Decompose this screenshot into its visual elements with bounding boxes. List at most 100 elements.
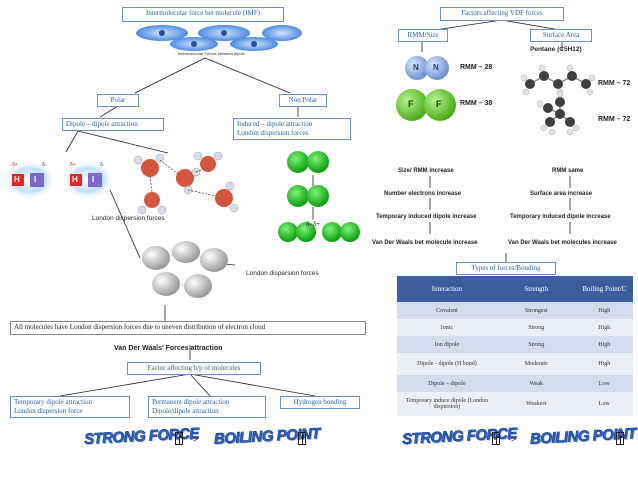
polar-box: Polar	[97, 94, 139, 107]
table-row: Ionic Strong High	[397, 319, 633, 336]
up-arrow-icon	[492, 432, 500, 445]
table-cell: High	[575, 319, 633, 336]
table-cell: Dipole - dipole (H bond)	[397, 353, 497, 375]
induced-box: Induced – dipole attraction London dispe…	[233, 118, 351, 140]
temporary-dipole-box: Temporary dipole attraction London dispe…	[10, 396, 130, 418]
implies-arrow-left: ->	[190, 434, 199, 444]
temp-dipole-left: Temporary induced dipole increase	[376, 214, 477, 220]
surface-area-label: Surface Area	[542, 31, 580, 39]
forces-table: Interaction Strength Boiling Point/C Cov…	[397, 276, 633, 416]
nonpolar-label: Non Polar	[288, 96, 318, 104]
table-cell: Low	[575, 392, 633, 416]
imf-title: Intermolecular force bet molecule (IMF)	[146, 9, 260, 17]
f2-molecule: F F	[396, 88, 458, 122]
dipole-box: Dipole – dipole attraction	[62, 118, 164, 131]
table-header: Strength	[496, 276, 576, 302]
table-cell: Ionic	[397, 319, 497, 336]
i-atom-label-2: I	[92, 175, 95, 184]
induced-charge-label: δ- δ+	[306, 222, 320, 228]
n-atom-1: N	[413, 63, 419, 72]
delta-plus-1: δ+	[12, 162, 18, 168]
all-molecules-text: All molecules have London dispersion for…	[14, 323, 266, 331]
up-arrow-icon	[616, 432, 624, 445]
pentane-label: Pentane (C5H12)	[530, 46, 582, 53]
electrons-increase: Number electrons increase	[384, 191, 462, 197]
surface-area-box: Surface Area	[530, 29, 592, 42]
induced-line-1: Induced – dipole attraction	[237, 120, 313, 128]
permanent-line-2: Dipole/dipole attraction	[152, 407, 219, 415]
table-cell: High	[575, 353, 633, 375]
vdf-title: Factors affecting VDF forces	[461, 9, 543, 17]
size-increase: Size/ RMM increase	[398, 168, 454, 174]
nonpolar-molecules: δ- δ+	[270, 150, 365, 250]
table-row: Ion dipole Strong High	[397, 336, 633, 353]
table-row: Dipole - dipole (H bond) Moderate High	[397, 353, 633, 375]
hi-molecules: H I H I δ+ δ- δ+ δ-	[4, 158, 114, 202]
vdf-title-box: Factors affecting VDF forces	[440, 7, 564, 21]
factor-box: Factor affecting b/p of molecules	[127, 362, 261, 375]
table-cell: Weak	[496, 375, 576, 392]
factor-label: Factor affecting b/p of molecules	[147, 364, 241, 372]
h-atom-label-1: H	[14, 175, 20, 184]
rmm-38: RMM – 38	[460, 100, 493, 107]
permanent-line-1: Permanent dipole attraction	[152, 398, 230, 406]
table-cell: Temporary induce dipole (London dispersi…	[397, 392, 497, 416]
up-arrow-icon	[175, 432, 183, 445]
induced-line-2: London dispersion forces	[237, 129, 309, 137]
rmm-72-a: RMM – 72	[598, 80, 631, 87]
temporary-line-2: London dispersion force	[14, 407, 83, 415]
table-header: Boiling Point/C	[575, 276, 633, 302]
table-cell: Moderate	[496, 353, 576, 375]
dipole-label: Dipole – dipole attraction	[66, 120, 138, 128]
temp-dipole-right: Temporary induced dipole increase	[510, 214, 611, 220]
i-atom-label-1: I	[34, 175, 37, 184]
vdw-increase-left: Van Der Waals bet molecule increase	[372, 240, 478, 246]
ldf-label-b: London dispersion forces	[246, 270, 319, 277]
water-molecules	[130, 150, 245, 220]
delta-minus-1: δ-	[42, 162, 47, 168]
n2-molecule: N N	[404, 55, 452, 81]
n-atom-2: N	[433, 63, 439, 72]
table-cell: Ion dipole	[397, 336, 497, 353]
table-row: Temporary induce dipole (London dispersi…	[397, 392, 633, 416]
table-cell: High	[575, 302, 633, 319]
hbond-box: Hydrogen bonding	[280, 396, 360, 409]
vdw-heading: Van Der Waals' Forces attraction	[114, 345, 223, 352]
table-cell: High	[575, 336, 633, 353]
vdw-increase-right: Van Der Waals bet molecules increase	[508, 240, 617, 246]
table-cell: Strongest	[496, 302, 576, 319]
pentane-molecules	[520, 56, 600, 152]
table-cell: Covalent	[397, 302, 497, 319]
f-atom-1: F	[408, 99, 414, 109]
dipole-illustration: Intermolecular Forces between dipole	[132, 24, 302, 58]
table-row: Dipole – dipole Weak Low	[397, 375, 633, 392]
rmm-same: RMM same	[552, 168, 584, 174]
h-atom-label-2: H	[72, 175, 78, 184]
imf-title-box: Intermolecular force bet molecule (IMF)	[122, 7, 284, 22]
illustration-caption: Intermolecular Forces between dipole	[178, 51, 245, 56]
up-arrow-icon	[298, 432, 306, 445]
polar-label: Polar	[110, 96, 126, 104]
surface-area-increase: Surface area increase	[530, 191, 593, 197]
table-cell: Weakest	[496, 392, 576, 416]
table-cell: Strong	[496, 336, 576, 353]
all-molecules-box: All molecules have London dispersion for…	[10, 321, 366, 335]
delta-minus-2: δ-	[100, 162, 105, 168]
rmm-28: RMM – 28	[460, 64, 493, 71]
ldf-label-a: London dispersion forces	[92, 215, 165, 222]
delta-plus-2: δ+	[70, 162, 76, 168]
f-atom-2: F	[436, 99, 442, 109]
rmm-size-box: RMM/Size	[398, 29, 448, 42]
types-title-box: Types of forces/Bonding	[456, 262, 556, 275]
table-cell: Low	[575, 375, 633, 392]
table-cell: Dipole – dipole	[397, 375, 497, 392]
table-row: Covalent Strongest High	[397, 302, 633, 319]
hbond-label: Hydrogen bonding	[293, 398, 347, 406]
types-title: Types of forces/Bonding	[471, 264, 541, 272]
molecule-cluster	[138, 238, 234, 304]
rmm-size-label: RMM/Size	[407, 31, 439, 39]
implies-arrow-right: ->	[508, 434, 517, 444]
rmm-72-b: RMM – 72	[598, 116, 631, 123]
permanent-dipole-box: Permanent dipole attraction Dipole/dipol…	[148, 396, 266, 418]
table-header: Interaction	[397, 276, 497, 302]
